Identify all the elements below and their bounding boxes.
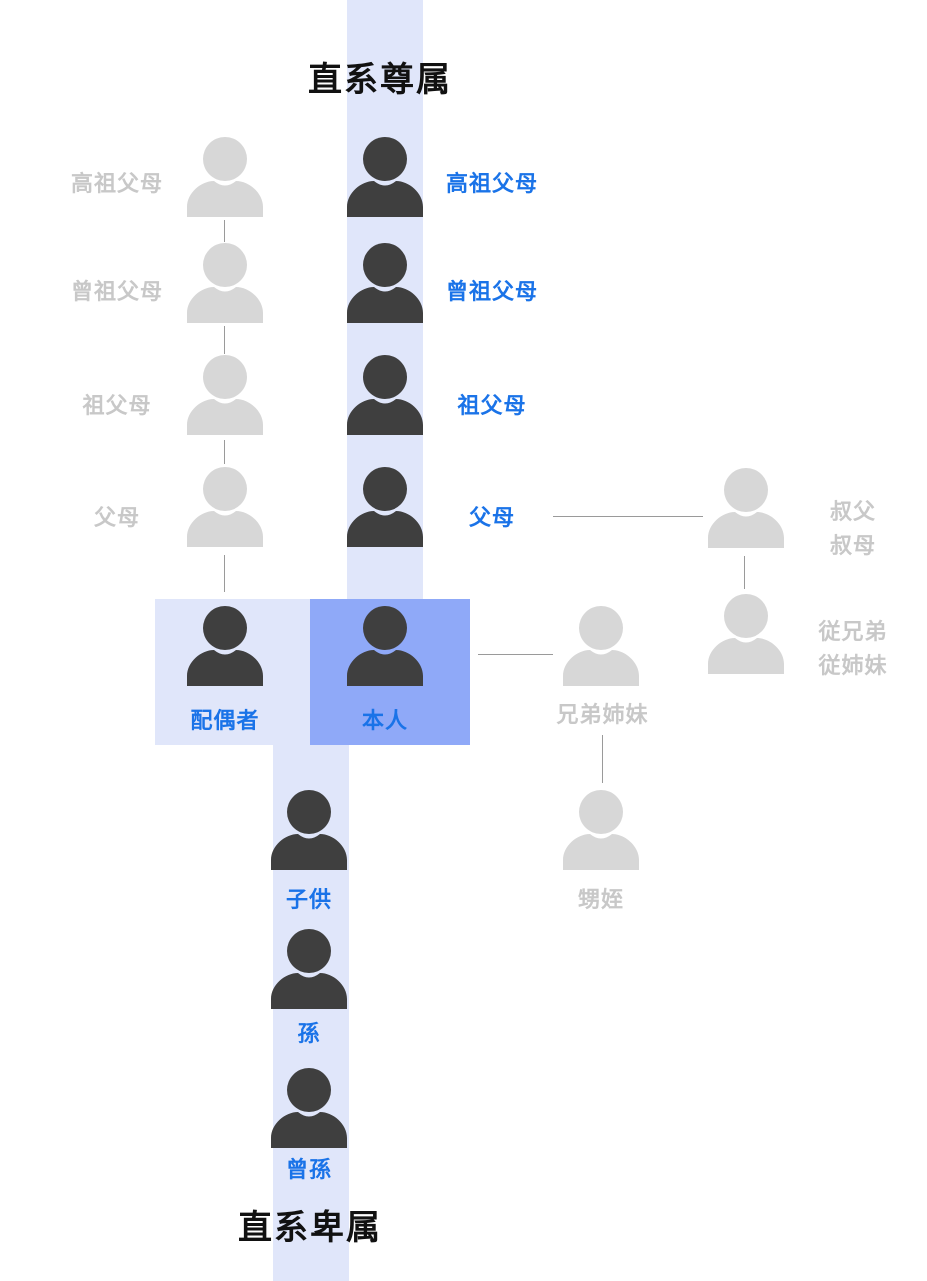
- label-left-great-grandparents: 曾祖父母: [70, 280, 163, 305]
- label-great-grandparents: 曾祖父母: [445, 280, 538, 305]
- label-parents: 父母: [468, 506, 515, 531]
- person-icon: [563, 606, 639, 686]
- person-icon: [563, 790, 639, 870]
- person-icon: [271, 929, 347, 1009]
- connector-line: [224, 440, 225, 464]
- person-icon: [271, 1068, 347, 1148]
- person-icon: [187, 355, 263, 435]
- person-icon: [271, 790, 347, 870]
- connector-line: [224, 326, 225, 354]
- connector-line: [478, 654, 553, 655]
- label-siblings: 兄弟姉妹: [556, 703, 649, 728]
- connector-line: [224, 220, 225, 242]
- person-icon: [708, 468, 784, 548]
- label-left-parents: 父母: [93, 506, 140, 531]
- person-icon: [187, 137, 263, 217]
- person-icon: [347, 606, 423, 686]
- person-icon: [347, 243, 423, 323]
- person-icon: [347, 355, 423, 435]
- heading-descendants: 直系卑属: [238, 1208, 382, 1248]
- person-icon: [187, 606, 263, 686]
- label-spouse: 配偶者: [190, 709, 260, 734]
- label-cousin-line2: 従姉妹: [818, 654, 888, 679]
- person-icon: [347, 467, 423, 547]
- label-left-grandparents: 祖父母: [82, 394, 152, 419]
- label-children: 子供: [285, 888, 332, 913]
- connector-line: [602, 735, 603, 783]
- connector-line: [553, 516, 703, 517]
- label-left-great-great-grandparents: 高祖父母: [70, 172, 163, 197]
- label-uncle-line1: 叔父: [829, 500, 876, 525]
- label-self: 本人: [361, 709, 408, 734]
- person-icon: [347, 137, 423, 217]
- heading-ascendants: 直系尊属: [308, 60, 452, 100]
- label-great-great-grandparents: 高祖父母: [445, 172, 538, 197]
- descendant-column-band: [273, 745, 349, 1281]
- label-nephews-nieces: 甥姪: [577, 888, 624, 913]
- label-uncle-line2: 叔母: [829, 534, 876, 559]
- label-cousin-line1: 従兄弟: [818, 620, 888, 645]
- label-grandchildren: 孫: [297, 1022, 321, 1047]
- connector-line: [744, 556, 745, 589]
- person-icon: [708, 594, 784, 674]
- person-icon: [187, 467, 263, 547]
- connector-line: [224, 555, 225, 592]
- label-great-grandchildren: 曾孫: [285, 1158, 332, 1183]
- person-icon: [187, 243, 263, 323]
- label-grandparents: 祖父母: [457, 394, 527, 419]
